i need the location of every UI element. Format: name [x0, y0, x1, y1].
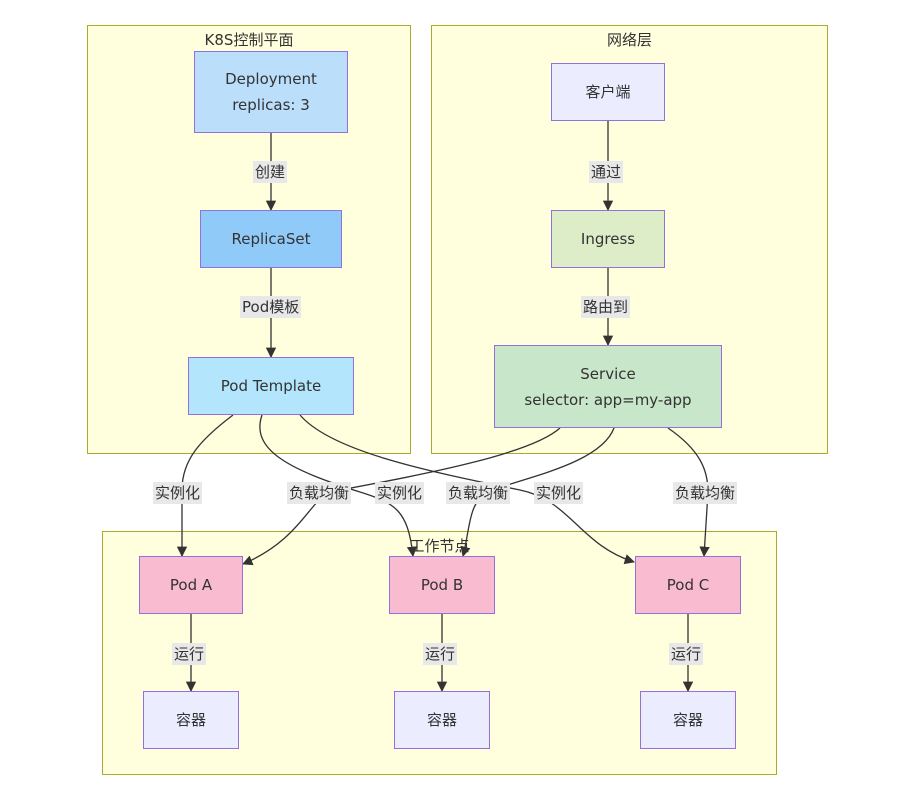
node-ingress[interactable]: Ingress: [551, 210, 665, 268]
node-pod-c[interactable]: Pod C: [635, 556, 741, 614]
node-service-line1: Service: [580, 364, 636, 383]
node-client[interactable]: 客户端: [551, 63, 665, 121]
cluster-control-plane-title: K8S控制平面: [204, 31, 294, 49]
node-deployment-line1: Deployment: [225, 70, 317, 88]
node-pod-b[interactable]: Pod B: [389, 556, 495, 614]
node-pod-b-label: Pod B: [420, 576, 464, 594]
edge-podtemplate-podc: [299, 414, 635, 565]
node-deployment-line2: replicas: 3: [232, 96, 310, 114]
node-service[interactable]: Service selector: app=my-app: [494, 345, 722, 428]
node-container-b[interactable]: 容器: [394, 691, 490, 749]
edge-label-instantiate-a: 实例化: [153, 482, 203, 504]
node-container-c[interactable]: 容器: [640, 691, 736, 749]
node-pod-template[interactable]: Pod Template: [188, 357, 354, 415]
node-pod-c-label: Pod C: [666, 576, 710, 594]
node-container-a-label: 容器: [175, 711, 206, 729]
edge-label-run-b: 运行: [423, 643, 458, 665]
edge-label-load-balance-b: 负载均衡: [446, 482, 511, 504]
node-pod-a[interactable]: Pod A: [139, 556, 243, 614]
edge-label-create: 创建: [253, 161, 288, 183]
node-replicaset[interactable]: ReplicaSet: [200, 210, 342, 268]
node-replicaset-label: ReplicaSet: [231, 230, 311, 248]
edge-podtemplate-podb: [259, 414, 418, 558]
edge-label-run-a: 运行: [172, 643, 207, 665]
node-pod-template-label: Pod Template: [220, 377, 322, 395]
edge-label-pod-template: Pod模板: [240, 296, 302, 318]
cluster-network-layer-title: 网络层: [606, 31, 652, 49]
node-pod-a-label: Pod A: [169, 576, 213, 594]
edge-label-instantiate-c: 实例化: [534, 482, 584, 504]
edge-label-load-balance-a: 负载均衡: [287, 482, 352, 504]
edge-label-via: 通过: [589, 161, 624, 183]
node-service-line2: selector: app=my-app: [524, 390, 692, 409]
edge-label-run-c: 运行: [669, 643, 704, 665]
node-client-label: 客户端: [585, 83, 631, 101]
node-container-b-label: 容器: [426, 711, 457, 729]
node-container-a[interactable]: 容器: [143, 691, 239, 749]
node-deployment[interactable]: Deployment replicas: 3: [194, 51, 348, 133]
node-ingress-label: Ingress: [580, 230, 636, 248]
node-container-c-label: 容器: [672, 711, 703, 729]
edge-label-instantiate-b: 实例化: [375, 482, 425, 504]
edge-label-route-to: 路由到: [581, 296, 631, 318]
edge-label-load-balance-c: 负载均衡: [673, 482, 738, 504]
cluster-worker-node-title: 工作节点: [409, 537, 470, 555]
